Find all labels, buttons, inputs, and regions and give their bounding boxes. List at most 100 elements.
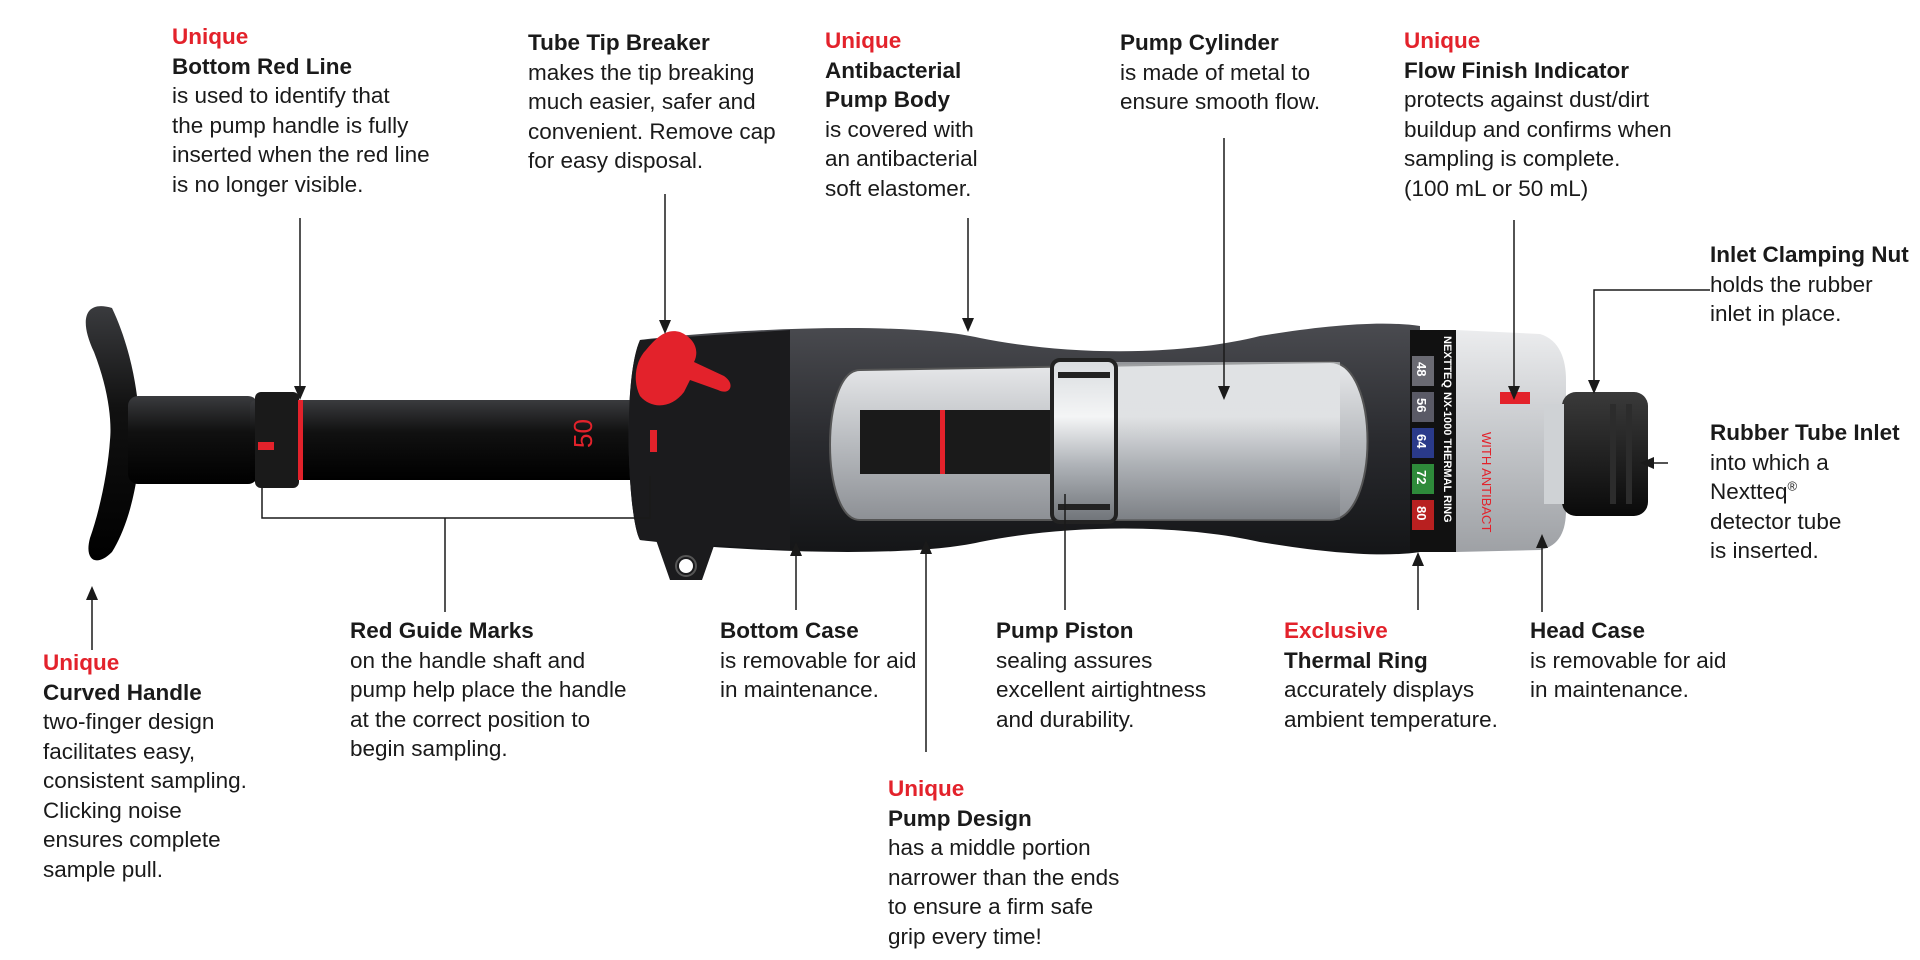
callout-title: Bottom Red Line: [172, 53, 352, 79]
callout-inlet-nut: Inlet Clamping Nut holds the rubber inle…: [1710, 240, 1909, 329]
callout-title: Flow Finish Indicator: [1404, 57, 1629, 83]
callout-line: is removable for aid: [1530, 647, 1727, 673]
callout-line: is used to identify that: [172, 83, 390, 108]
callout-tag: Unique: [172, 24, 249, 49]
scale-mark: 50: [568, 419, 598, 448]
registered-mark: ®: [1787, 478, 1798, 494]
callout-line: sealing assures: [996, 647, 1153, 673]
callout-line: inserted when the red line: [172, 142, 430, 167]
tube-tip-breaker: [635, 331, 731, 406]
flow-finish-indicator: [1500, 392, 1530, 404]
callout-line: protects against dust/dirt: [1404, 87, 1650, 112]
callout-pump-cylinder: Pump Cylinder is made of metal to ensure…: [1120, 28, 1320, 117]
callout-tag: Exclusive: [1284, 618, 1388, 643]
rubber-tube-inlet: [1544, 404, 1564, 504]
callout-line: (100 mL or 50 mL): [1404, 175, 1589, 201]
callout-title: Pump Piston: [996, 618, 1134, 643]
callout-line: has a middle portion: [888, 835, 1091, 860]
callout-line: sample pull.: [43, 856, 164, 882]
callout-title: Curved Handle: [43, 679, 202, 705]
callout-line: convenient. Remove cap: [528, 118, 776, 144]
callout-title: Tube Tip Breaker: [528, 30, 710, 55]
callout-line: inlet in place.: [1710, 301, 1842, 326]
callout-head-case: Head Case is removable for aid in mainte…: [1530, 616, 1726, 705]
leader-arrowheads: [86, 318, 1654, 600]
callout-red-guide-marks: Red Guide Marks on the handle shaft and …: [350, 616, 626, 764]
callout-line: grip every time!: [888, 923, 1042, 949]
callout-line: at the correct position to: [350, 706, 591, 732]
callout-line: is made of metal to: [1120, 59, 1311, 85]
piston-rod: [860, 410, 1060, 474]
callout-title: Antibacterial: [825, 57, 962, 83]
callout-pump-design: Unique Pump Design has a middle portion …: [888, 774, 1119, 951]
thermal-brand: NEXTTEQ: [1441, 336, 1453, 388]
callout-line: buildup and confirms when: [1404, 116, 1672, 142]
thermal-value: 72: [1414, 470, 1429, 484]
callout-line: and durability.: [996, 706, 1135, 732]
callout-line: soft elastomer.: [825, 175, 972, 201]
callout-line: ambient temperature.: [1284, 706, 1498, 732]
thermal-cell: [1412, 428, 1434, 458]
callout-pump-piston: Pump Piston sealing assures excellent ai…: [996, 616, 1206, 734]
callout-title: Rubber Tube Inlet: [1710, 420, 1900, 445]
callout-line: ensure smooth flow.: [1120, 89, 1321, 114]
callout-line: facilitates easy,: [43, 738, 196, 764]
callout-line: is inserted.: [1710, 538, 1819, 563]
callout-line: in maintenance.: [720, 677, 879, 702]
callout-line: sampling is complete.: [1404, 146, 1621, 171]
piston-rod-red-line: [940, 410, 945, 474]
callout-tag: Unique: [43, 650, 120, 675]
callout-line: pump help place the handle: [350, 677, 627, 702]
callout-line: an antibacterial: [825, 146, 978, 171]
thermal-value: 64: [1414, 434, 1429, 449]
inlet-clamping-nut: [1562, 392, 1648, 516]
callout-line: makes the tip breaking: [528, 59, 755, 85]
shaft-collar: [255, 392, 299, 488]
callout-line: two-finger design: [43, 709, 215, 734]
callout-tag: Unique: [825, 28, 902, 53]
thermal-value: 48: [1414, 362, 1429, 376]
callout-title: Red Guide Marks: [350, 618, 534, 643]
callout-title: Thermal Ring: [1284, 647, 1428, 673]
callout-line: into which a: [1710, 449, 1829, 475]
callout-line: for easy disposal.: [528, 148, 704, 173]
thermal-cell: [1412, 392, 1434, 422]
callout-line: in maintenance.: [1530, 677, 1689, 702]
callout-line: much easier, safer and: [528, 89, 756, 114]
callout-line: consistent sampling.: [43, 768, 247, 793]
brand-name: Nextteq: [1710, 479, 1788, 504]
head-case: [1456, 330, 1566, 552]
callout-line: accurately displays: [1284, 677, 1475, 702]
callout-brand-line: Nextteq®: [1710, 477, 1900, 507]
callout-tag: Unique: [1404, 28, 1481, 53]
callout-line: the pump handle is fully: [172, 112, 409, 138]
callout-line: excellent airtightness: [996, 677, 1207, 702]
thermal-value: 80: [1414, 506, 1429, 520]
callout-line: is no longer visible.: [172, 171, 364, 197]
callout-line: begin sampling.: [350, 736, 508, 761]
callout-title-2: Pump Body: [825, 87, 951, 112]
callout-antibacterial-body: Unique Antibacterial Pump Body is covere…: [825, 26, 978, 203]
head-label: WITH ANTIBACT: [1479, 432, 1494, 532]
callout-rubber-inlet: Rubber Tube Inlet into which a Nextteq® …: [1710, 418, 1900, 566]
red-guide-mark-1: [258, 442, 274, 450]
callout-line: is removable for aid: [720, 647, 917, 673]
callout-line: on the handle shaft and: [350, 647, 586, 673]
callout-title: Head Case: [1530, 618, 1646, 643]
callout-bottom-case: Bottom Case is removable for aid in main…: [720, 616, 916, 705]
callout-line: detector tube: [1710, 508, 1842, 534]
thermal-value: 56: [1414, 398, 1429, 412]
handle-shaft: [250, 400, 650, 480]
callout-flow-finish: Unique Flow Finish Indicator protects ag…: [1404, 26, 1672, 203]
pump-piston: [1050, 358, 1118, 524]
callout-title: Pump Design: [888, 805, 1032, 831]
callout-title: Bottom Case: [720, 618, 859, 643]
thermal-cell: [1412, 500, 1434, 530]
callout-tube-tip-breaker: Tube Tip Breaker makes the tip breaking …: [528, 28, 776, 176]
thermal-cell: [1412, 464, 1434, 494]
thermal-model: NX-1000 THERMAL RING: [1441, 392, 1453, 523]
callout-tag: Unique: [888, 776, 965, 801]
bottom-red-line: [298, 400, 303, 480]
callout-title: Pump Cylinder: [1120, 30, 1279, 55]
